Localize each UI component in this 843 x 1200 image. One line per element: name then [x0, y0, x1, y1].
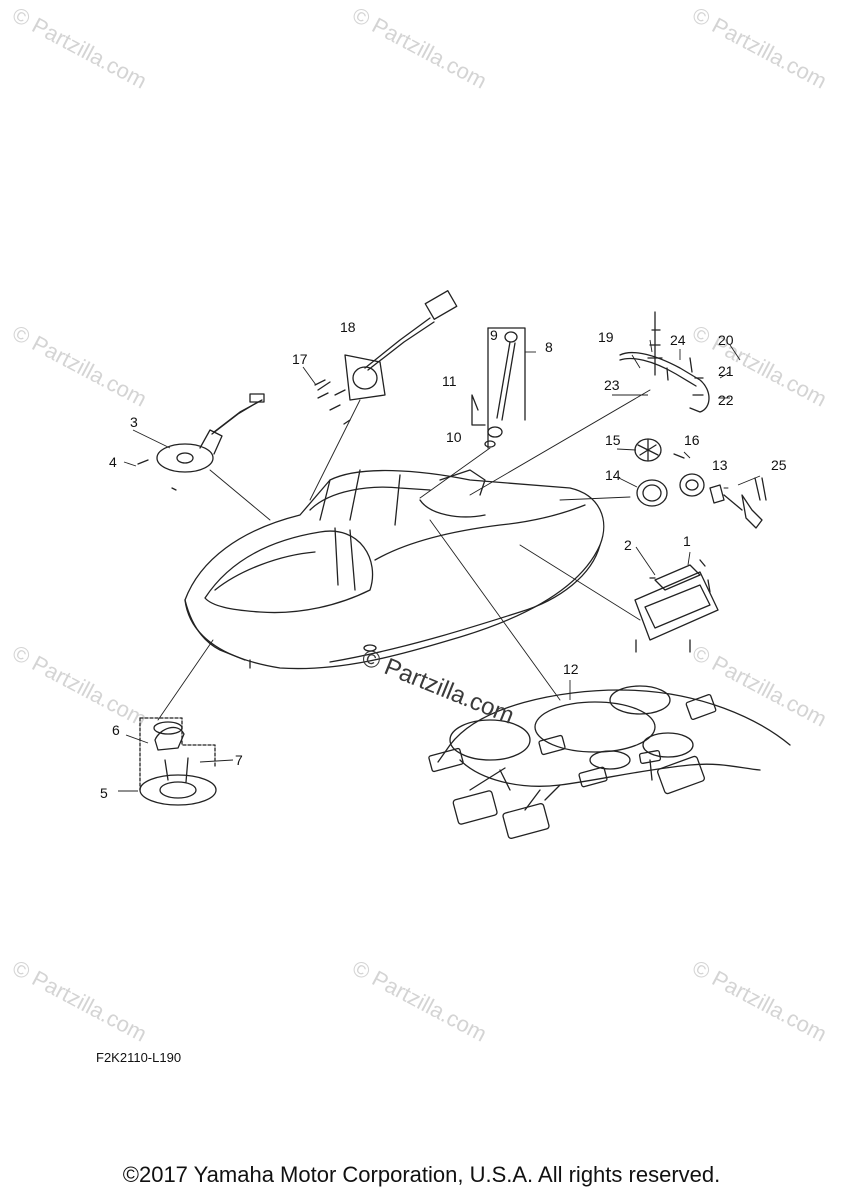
part-5-assembly: [139, 717, 217, 806]
callout-label: 22: [718, 392, 734, 408]
callout-label: 11: [442, 373, 457, 389]
callout-label: 12: [563, 661, 579, 677]
part-19-assembly: [619, 311, 710, 413]
callout-label: 4: [109, 454, 117, 470]
leader-lines: [157, 389, 729, 721]
part-8-assembly: [471, 327, 526, 449]
callout-label: 8: [545, 339, 553, 355]
callout-label: 17: [292, 351, 308, 367]
callout-labels: 1 2 3 4 5 6 7 8 9 10 11 12 13 14 15 16 1…: [100, 319, 787, 801]
callout-label: 21: [718, 363, 734, 379]
callout-label: 3: [130, 414, 138, 430]
part-25-assembly: [709, 477, 767, 529]
callout-label: 10: [446, 429, 462, 445]
part-12-harness: [428, 685, 791, 839]
callout-label: 14: [605, 467, 621, 483]
callout-label: 1: [683, 533, 691, 549]
callout-label: 18: [340, 319, 356, 335]
grommet-parts: [634, 438, 705, 507]
callout-label: 7: [235, 752, 243, 768]
callout-label: 15: [605, 432, 621, 448]
callout-label: 5: [100, 785, 108, 801]
callout-label: 9: [490, 327, 498, 343]
callout-label: 24: [670, 332, 686, 348]
callout-label: 23: [604, 377, 620, 393]
copyright-notice: ©2017 Yamaha Motor Corporation, U.S.A. A…: [122, 1162, 721, 1187]
callout-label: 16: [684, 432, 700, 448]
callout-label: 20: [718, 332, 734, 348]
part-18-assembly: [314, 290, 458, 411]
diagram-code: F2K2110-L190: [96, 1050, 182, 1065]
part-1-assembly: [634, 564, 719, 653]
callout-label: 19: [598, 329, 614, 345]
part-3-assembly: [156, 393, 265, 473]
boat-hull: [184, 469, 605, 670]
callout-label: 2: [624, 537, 632, 553]
callout-label: 25: [771, 457, 787, 473]
callout-label: 13: [712, 457, 728, 473]
fasteners: [137, 381, 706, 579]
callout-label: 6: [112, 722, 120, 738]
